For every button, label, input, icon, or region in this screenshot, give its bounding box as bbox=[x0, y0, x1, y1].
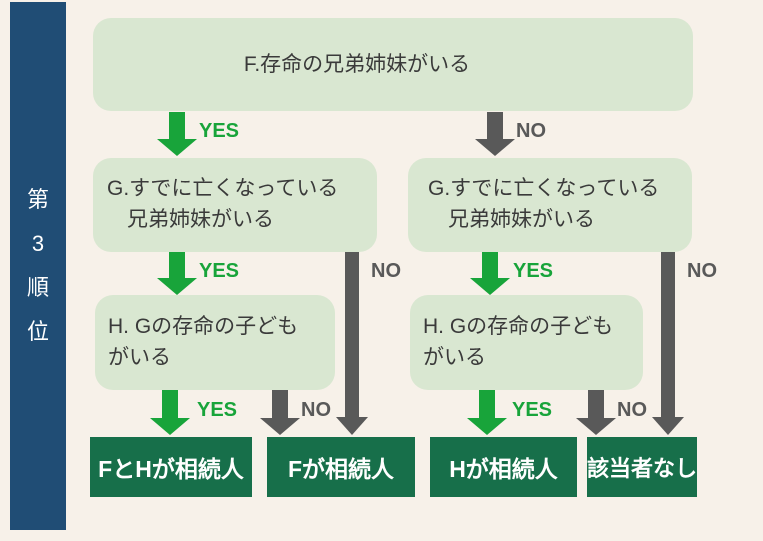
no-connector-bar bbox=[661, 252, 675, 417]
yes-arrow-g-right bbox=[470, 252, 510, 295]
yes-arrow-stem bbox=[482, 252, 498, 278]
result-h-only-text: Hが相続人 bbox=[449, 456, 558, 482]
result-box-f-and-h: FとHが相続人 bbox=[90, 437, 252, 497]
question-g-line1: G.すでに亡くなっている bbox=[428, 177, 660, 200]
sidebar-char-3: 順 bbox=[26, 275, 49, 300]
question-box-h-left: H. Gの存命の子ども がいる bbox=[95, 295, 335, 390]
question-h-line1: H. Gの存命の子ども bbox=[108, 315, 299, 338]
yes-arrow-stem bbox=[479, 390, 495, 418]
yes-arrow-stem bbox=[169, 252, 185, 278]
no-connector-g-left bbox=[336, 252, 368, 435]
no-connector-arrowhead bbox=[652, 417, 684, 435]
question-h-line1: H. Gの存命の子ども bbox=[423, 315, 614, 338]
yes-label-g-left: YES bbox=[199, 260, 240, 282]
no-arrow-head bbox=[576, 418, 616, 435]
yes-arrow-head bbox=[157, 139, 197, 156]
no-connector-arrowhead bbox=[336, 417, 368, 435]
question-box-h-right: H. Gの存命の子ども がいる bbox=[410, 295, 643, 390]
no-arrow-f bbox=[475, 112, 515, 156]
no-label-g-right: NO bbox=[687, 260, 717, 282]
yes-label-h-left: YES bbox=[197, 399, 238, 421]
sidebar-char-4: 位 bbox=[26, 319, 49, 344]
no-arrow-head bbox=[260, 418, 300, 435]
yes-arrow-h-right bbox=[467, 390, 507, 435]
no-label-f: NO bbox=[516, 120, 546, 142]
result-none-text: 該当者なし bbox=[587, 456, 698, 481]
result-box-h-only: Hが相続人 bbox=[430, 437, 577, 497]
yes-arrow-head bbox=[157, 278, 197, 295]
no-connector-bar bbox=[345, 252, 359, 417]
yes-arrow-g-left bbox=[157, 252, 197, 295]
priority-sidebar: 第 3 順 位 bbox=[10, 2, 66, 530]
yes-label-g-right: YES bbox=[513, 260, 554, 282]
question-g-line2: 兄弟姉妹がいる bbox=[127, 208, 274, 231]
question-g-line2: 兄弟姉妹がいる bbox=[448, 208, 595, 231]
no-arrow-stem bbox=[272, 390, 288, 418]
sidebar-char-2: 3 bbox=[31, 231, 45, 256]
yes-arrow-head bbox=[467, 418, 507, 435]
yes-arrow-h-left bbox=[150, 390, 190, 435]
result-f-only-text: Fが相続人 bbox=[287, 456, 395, 482]
yes-arrow-head bbox=[470, 278, 510, 295]
question-box-g-left: G.すでに亡くなっている 兄弟姉妹がいる bbox=[93, 158, 377, 252]
no-label-g-left: NO bbox=[371, 260, 401, 282]
result-box-f-only: Fが相続人 bbox=[267, 437, 415, 497]
question-h-line2: がいる bbox=[423, 346, 486, 369]
no-arrow-head bbox=[475, 139, 515, 156]
yes-arrow-stem bbox=[169, 112, 185, 139]
no-connector-g-right bbox=[652, 252, 684, 435]
result-f-and-h-text: FとHが相続人 bbox=[98, 456, 244, 482]
no-label-h-left: NO bbox=[301, 399, 331, 421]
result-box-none: 該当者なし bbox=[587, 437, 697, 497]
no-arrow-h-left bbox=[260, 390, 300, 435]
no-arrow-h-right bbox=[576, 390, 616, 435]
question-box-g-right: G.すでに亡くなっている 兄弟姉妹がいる bbox=[408, 158, 692, 252]
yes-label-f: YES bbox=[199, 120, 240, 142]
question-box-f: F.存命の兄弟姉妹がいる bbox=[93, 18, 693, 111]
yes-arrow-f bbox=[157, 112, 197, 156]
yes-arrow-stem bbox=[162, 390, 178, 418]
no-arrow-stem bbox=[487, 112, 503, 139]
yes-label-h-right: YES bbox=[512, 399, 553, 421]
question-h-line2: がいる bbox=[108, 346, 171, 369]
question-g-line1: G.すでに亡くなっている bbox=[107, 177, 339, 200]
yes-arrow-head bbox=[150, 418, 190, 435]
no-arrow-stem bbox=[588, 390, 604, 418]
question-f-text: F.存命の兄弟姉妹がいる bbox=[243, 53, 471, 76]
sidebar-char-1: 第 bbox=[26, 187, 49, 212]
no-label-h-right: NO bbox=[617, 399, 647, 421]
